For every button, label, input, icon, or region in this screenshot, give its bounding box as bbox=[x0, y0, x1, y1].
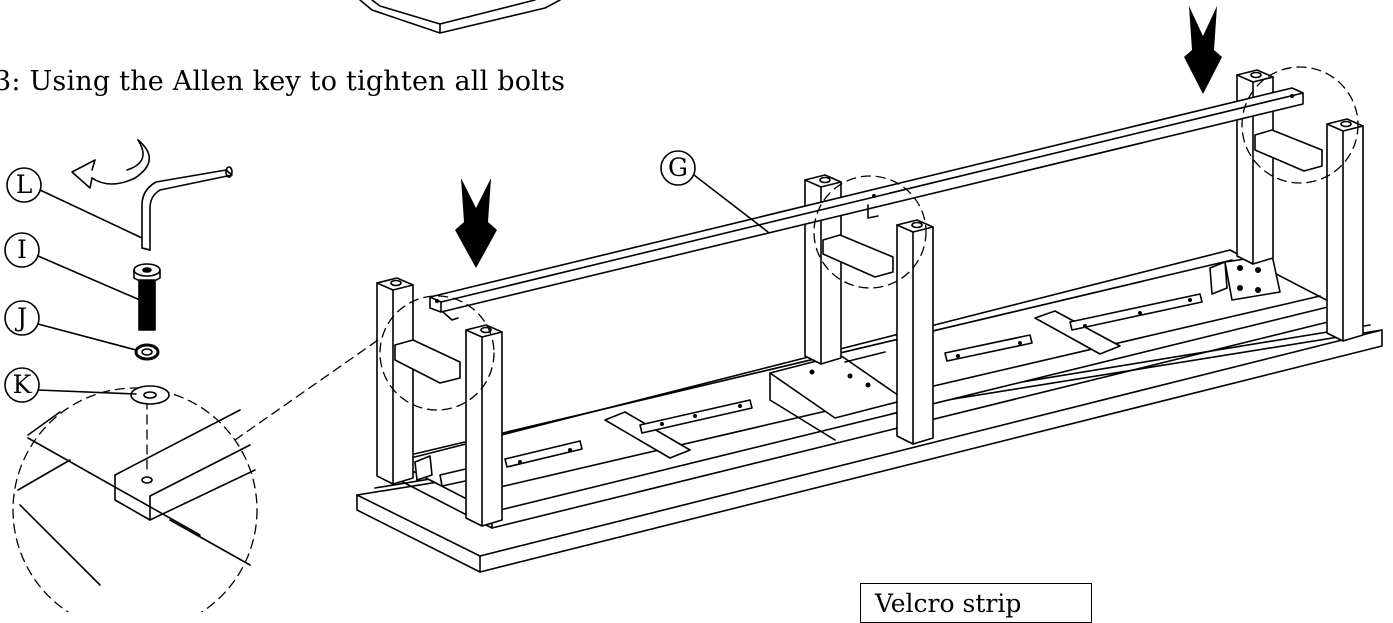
long-rail-g bbox=[429, 87, 1304, 321]
leg-bracket-left bbox=[394, 339, 461, 384]
down-arrow-icon bbox=[1184, 6, 1222, 94]
callout-label-l: L bbox=[15, 170, 33, 199]
zoom-highlight-circles bbox=[12, 66, 1359, 612]
callout-g-circle bbox=[660, 150, 696, 186]
callout-label-i: I bbox=[17, 235, 27, 264]
down-arrow-icon bbox=[455, 178, 497, 268]
table-leg-front-center-right bbox=[896, 219, 934, 445]
zoom-circle-left-corner bbox=[379, 295, 495, 411]
bolt-i bbox=[133, 263, 161, 331]
rotation-arrow-icon bbox=[71, 139, 151, 189]
flat-washer-k bbox=[130, 385, 170, 405]
zoom-circle-center-joint bbox=[813, 175, 927, 289]
zoom-circle-detail bbox=[12, 387, 258, 612]
frame-holes bbox=[518, 265, 1261, 464]
zoom-leader-line bbox=[234, 339, 379, 441]
callout-l-circle bbox=[6, 167, 42, 203]
step-title: 3: Using the Allen key to tighten all bo… bbox=[0, 66, 566, 97]
allen-key-l bbox=[141, 166, 233, 251]
callout-label-j: J bbox=[16, 303, 28, 332]
leg-bracket-right bbox=[1254, 129, 1323, 172]
previous-step-tabletop-corner bbox=[359, 0, 561, 34]
table-leg-front-right bbox=[1326, 118, 1364, 342]
leg-bracket-center bbox=[822, 234, 894, 278]
spring-washer-j bbox=[134, 343, 160, 361]
table-leg-front-left bbox=[376, 277, 414, 485]
callout-j-circle bbox=[4, 300, 40, 336]
callout-k-circle bbox=[4, 367, 40, 403]
callout-label-k: K bbox=[12, 370, 32, 399]
callout-i-circle bbox=[4, 232, 40, 268]
velcro-strip-note: Velcro strip bbox=[860, 583, 1092, 623]
table-leg-front-center-left bbox=[465, 324, 503, 527]
callout-label-g: G bbox=[668, 153, 688, 182]
callout-leaders bbox=[4, 150, 769, 403]
detail-bracket-closeup bbox=[17, 409, 256, 586]
zoom-circle-right-corner bbox=[1241, 66, 1359, 184]
